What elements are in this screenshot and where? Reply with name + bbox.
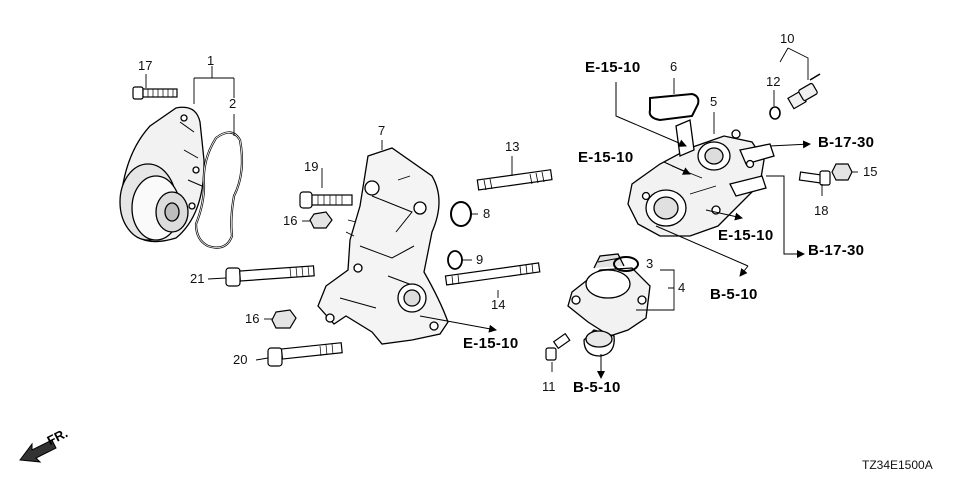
section-ref-e15-top: E-15-10 <box>585 59 641 76</box>
callout-7: 7 <box>378 123 386 138</box>
temperature-sensor-10 <box>787 73 821 110</box>
callout-1: 1 <box>207 53 215 68</box>
callout-15: 15 <box>863 164 878 179</box>
reference-arrows <box>419 82 811 379</box>
callout-9: 9 <box>476 252 484 267</box>
section-ref-b5-bottom: B-5-10 <box>573 379 621 396</box>
bolt-18 <box>798 170 831 186</box>
nut-16-upper <box>309 211 333 229</box>
callout-6: 6 <box>670 59 678 74</box>
stud-14 <box>444 262 541 286</box>
front-direction-arrow <box>19 439 57 463</box>
section-ref-b17-bottom: B-17-30 <box>808 242 865 259</box>
sensor-o-ring-12 <box>769 106 781 120</box>
callout-2: 2 <box>229 96 237 111</box>
callout-18: 18 <box>814 203 829 218</box>
callout-8: 8 <box>483 206 491 221</box>
callout-16-lower: 16 <box>245 311 260 326</box>
callout-11: 11 <box>542 379 556 394</box>
nut-16-lower <box>271 309 297 329</box>
callout-4: 4 <box>678 280 686 295</box>
stud-13 <box>476 169 553 191</box>
outlet-gasket-6 <box>648 92 700 122</box>
callout-16-upper: 16 <box>283 213 298 228</box>
callout-21: 21 <box>190 271 205 286</box>
section-ref-b17-top: B-17-30 <box>818 134 875 151</box>
leader-lines <box>145 47 858 372</box>
nut-15 <box>831 163 853 181</box>
bolt-20 <box>267 342 343 367</box>
thermostat-gasket-3 <box>613 256 639 272</box>
callout-10: 10 <box>780 31 795 46</box>
callout-20: 20 <box>233 352 248 367</box>
callout-19: 19 <box>304 159 319 174</box>
bolt-21 <box>225 265 315 287</box>
diagram-code: TZ34E1500A <box>862 458 933 472</box>
water-outlet-housing <box>627 119 775 237</box>
o-ring-8 <box>450 201 472 227</box>
callout-12: 12 <box>766 74 781 89</box>
section-ref-e15-mid: E-15-10 <box>578 149 634 166</box>
callout-5: 5 <box>710 94 718 109</box>
section-ref-b5-right: B-5-10 <box>710 286 758 303</box>
callout-13: 13 <box>505 139 520 154</box>
water-pump-assembly <box>119 106 205 243</box>
callout-17: 17 <box>138 58 153 73</box>
callout-3: 3 <box>646 256 654 271</box>
section-ref-e15-right: E-15-10 <box>718 227 774 244</box>
bolt-11 <box>545 332 571 361</box>
callout-14: 14 <box>491 297 506 312</box>
thermostat-housing <box>567 253 651 357</box>
o-ring-9 <box>447 250 463 270</box>
housing-bracket <box>317 147 449 345</box>
bolt-17 <box>132 86 178 100</box>
section-ref-e15-bottom: E-15-10 <box>463 335 519 352</box>
bolt-19 <box>299 191 353 209</box>
